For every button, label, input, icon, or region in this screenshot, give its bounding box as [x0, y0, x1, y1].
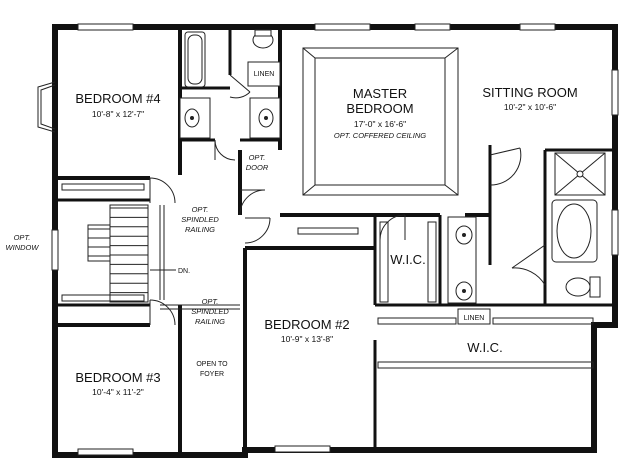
optional-bay-window — [37, 81, 56, 133]
spindled-railing-2-line3: RAILING — [195, 317, 225, 326]
linen-label-1: LINEN — [254, 71, 275, 78]
bedroom2-size: 10'-9" x 13'-8" — [281, 334, 333, 344]
coffered-ceiling — [302, 47, 459, 196]
opt-door-label-2: DOOR — [246, 163, 269, 172]
sitting-room-size: 10'-2" x 10'-6" — [504, 102, 556, 112]
spindled-railing-2-line2: SPINDLED — [191, 307, 229, 316]
spindled-railing-1-line3: RAILING — [185, 225, 215, 234]
spindled-railing-1-line1: OPT. — [192, 205, 209, 214]
wic-1-name: W.I.C. — [390, 252, 425, 267]
hall-bath-fixtures — [179, 29, 281, 139]
annotations: OPT. DOOR OPT. SPINDLED RAILING OPT. SPI… — [6, 71, 485, 378]
linen-label-2: LINEN — [464, 315, 485, 322]
opt-window-label-2: WINDOW — [6, 243, 40, 252]
room-labels: BEDROOM #4 10'-8" x 12'-7" MASTER BEDROO… — [75, 85, 577, 397]
sitting-room-name: SITTING ROOM — [482, 85, 577, 100]
staircase — [87, 204, 149, 303]
master-name-line2: BEDROOM — [346, 101, 413, 116]
closet-shelves — [61, 183, 594, 369]
bedroom3-name: BEDROOM #3 — [75, 370, 160, 385]
windows — [51, 23, 619, 456]
bedroom3-size: 10'-4" x 11'-2" — [92, 387, 144, 397]
opt-door-label-1: OPT. — [249, 153, 266, 162]
open-to-foyer-line2: FOYER — [200, 371, 224, 378]
master-size: 17'-0" x 16'-6" — [354, 119, 406, 129]
opt-window-label-1: OPT. — [14, 233, 31, 242]
spindled-railing-1-line2: SPINDLED — [181, 215, 219, 224]
bedroom4-size: 10'-8" x 12'-7" — [92, 109, 144, 119]
wic-2-name: W.I.C. — [467, 340, 502, 355]
open-to-foyer-line1: OPEN TO — [196, 361, 228, 368]
bedroom2-name: BEDROOM #2 — [264, 317, 349, 332]
stairs-down-label: DN. — [178, 268, 190, 275]
interior-walls — [55, 27, 615, 455]
master-bath-fixtures — [447, 152, 606, 325]
doors — [149, 74, 546, 326]
spindled-railings — [159, 205, 240, 310]
master-name-line1: MASTER — [353, 86, 407, 101]
spindled-railing-2-line1: OPT. — [202, 297, 219, 306]
master-coffered-note: OPT. COFFERED CEILING — [334, 131, 426, 140]
bedroom4-name: BEDROOM #4 — [75, 91, 160, 106]
